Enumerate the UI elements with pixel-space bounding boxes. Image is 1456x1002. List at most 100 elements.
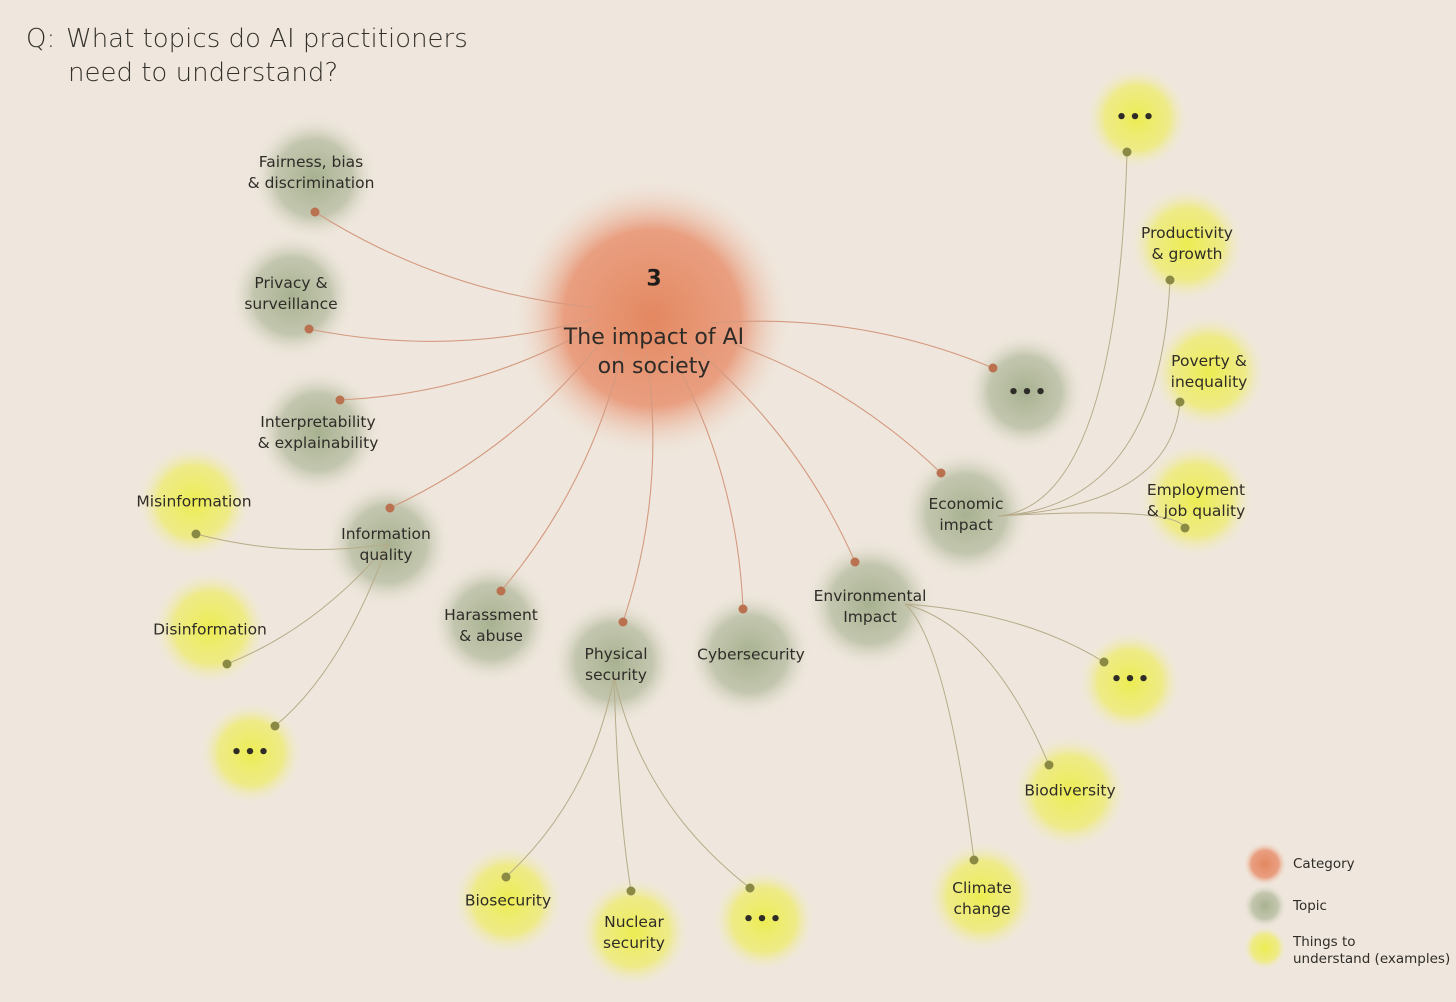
thing-blob-productivity xyxy=(1129,186,1245,302)
dot-thing-biodiversity xyxy=(1044,760,1054,770)
thing-blob-env-more xyxy=(1078,630,1182,734)
link-category-interpretability xyxy=(339,326,595,401)
legend-things-swatch xyxy=(1243,926,1287,970)
legend-category-swatch xyxy=(1243,842,1287,886)
link-category-environmental xyxy=(690,344,856,563)
topic-label-economic: Economic impact xyxy=(928,495,1004,534)
topic-label-information: Information quality xyxy=(341,525,431,564)
thing-label-econ-more: ••• xyxy=(1115,107,1157,128)
topic-blob-fairness xyxy=(250,114,378,242)
dot-topic-environmental xyxy=(850,557,860,567)
thing-blob-econ-more xyxy=(1085,66,1189,170)
link-category-fairness xyxy=(314,211,595,309)
link-category-harassment xyxy=(500,348,624,592)
thing-blob-disinformation xyxy=(152,570,268,686)
legend-topic-swatch xyxy=(1243,884,1287,928)
dot-thing-disinformation xyxy=(222,659,232,669)
link-category-privacy xyxy=(308,318,593,342)
link-economic-productivity xyxy=(997,279,1171,517)
thing-label-biodiversity: Biodiversity xyxy=(1024,781,1116,800)
dot-thing-misinformation xyxy=(191,529,201,539)
dot-thing-climate xyxy=(969,855,979,865)
dot-topic-topic-more xyxy=(988,363,998,373)
dot-topic-physical xyxy=(618,617,628,627)
topic-label-interpretability: Interpretability & explainability xyxy=(257,413,379,452)
link-category-economic xyxy=(704,334,942,474)
topic-blob-topic-more xyxy=(965,332,1085,452)
dot-thing-poverty xyxy=(1175,397,1185,407)
link-physical-phys-more xyxy=(613,675,751,889)
dot-topic-harassment xyxy=(496,586,506,596)
link-economic-econ-more xyxy=(997,151,1128,517)
topic-label-environmental: Environmental Impact xyxy=(813,587,927,626)
links-layer xyxy=(195,151,1186,892)
topic-blob-harassment xyxy=(429,560,553,684)
thing-label-poverty: Poverty & inequality xyxy=(1170,352,1248,391)
topic-label-harassment: Harassment & abuse xyxy=(444,606,538,645)
dot-topic-cyber xyxy=(738,604,748,614)
dot-topic-interpretability xyxy=(335,395,345,405)
topic-blob-cyber xyxy=(685,590,813,718)
dot-topic-information xyxy=(385,503,395,513)
thing-label-phys-more: ••• xyxy=(742,909,784,930)
link-category-topic-more xyxy=(711,320,994,369)
dots-layer xyxy=(191,147,1190,896)
thing-label-climate: Climate change xyxy=(952,879,1012,918)
link-information-misinformation xyxy=(195,533,389,551)
thing-blob-employment xyxy=(1138,442,1254,558)
question-line-2: need to understand? xyxy=(68,58,339,88)
dot-thing-info-more xyxy=(270,721,280,731)
thing-blob-biodiversity xyxy=(1012,734,1128,850)
link-environmental-env-more xyxy=(904,603,1105,663)
legend-topic-label: Topic xyxy=(1293,898,1327,914)
dot-thing-env-more xyxy=(1099,657,1109,667)
question-heading: Q: What topics do AI practitioners need t… xyxy=(26,22,468,90)
question-line-1: What topics do AI practitioners xyxy=(66,24,468,54)
category-blob xyxy=(510,176,794,460)
dot-thing-econ-more xyxy=(1122,147,1132,157)
topic-label-physical: Physical security xyxy=(584,645,648,684)
thing-label-info-more: ••• xyxy=(230,742,272,763)
link-environmental-biodiversity xyxy=(904,603,1050,766)
topic-label-privacy: Privacy & surveillance xyxy=(244,274,338,313)
topic-label-topic-more: ••• xyxy=(1007,382,1049,403)
dot-topic-economic xyxy=(936,468,946,478)
topic-blob-environmental xyxy=(804,538,936,670)
thing-blob-misinformation xyxy=(136,444,252,560)
thing-label-nuclear: Nuclear security xyxy=(603,913,665,952)
dot-thing-biosecurity xyxy=(501,872,511,882)
link-economic-employment xyxy=(997,512,1186,529)
dot-topic-privacy xyxy=(304,324,314,334)
dot-thing-nuclear xyxy=(626,886,636,896)
thing-blob-nuclear xyxy=(578,876,690,988)
link-economic-poverty xyxy=(997,401,1181,517)
legend-things-label: Things to understand (examples) xyxy=(1293,934,1451,967)
thing-label-env-more: ••• xyxy=(1110,669,1152,690)
link-environmental-climate xyxy=(904,603,975,861)
link-category-information xyxy=(389,338,604,509)
dot-topic-fairness xyxy=(310,207,320,217)
thing-label-biosecurity: Biosecurity xyxy=(464,891,552,910)
legend-category-label: Category xyxy=(1293,856,1355,872)
topic-label-cyber: Cybersecurity xyxy=(697,645,805,664)
dot-thing-productivity xyxy=(1165,275,1175,285)
dot-thing-employment xyxy=(1180,523,1190,533)
legend-swatches xyxy=(1243,842,1287,970)
link-information-info-more xyxy=(274,543,389,727)
category-number: 3 xyxy=(646,266,662,292)
topic-blob-physical xyxy=(550,598,678,726)
thing-blob-climate xyxy=(926,840,1038,952)
category-label: The impact of AI on society xyxy=(563,325,745,379)
link-information-disinformation xyxy=(226,543,389,665)
thing-blob-biosecurity xyxy=(452,844,564,956)
thing-label-misinformation: Misinformation xyxy=(136,492,252,511)
thing-blob-phys-more xyxy=(712,868,816,972)
link-physical-biosecurity xyxy=(505,675,615,878)
dot-thing-phys-more xyxy=(745,883,755,893)
thing-label-disinformation: Disinformation xyxy=(153,620,267,639)
link-physical-nuclear xyxy=(613,675,632,892)
thing-label-employment: Employment & job quality xyxy=(1146,481,1246,520)
question-prefix: Q: xyxy=(26,24,56,54)
